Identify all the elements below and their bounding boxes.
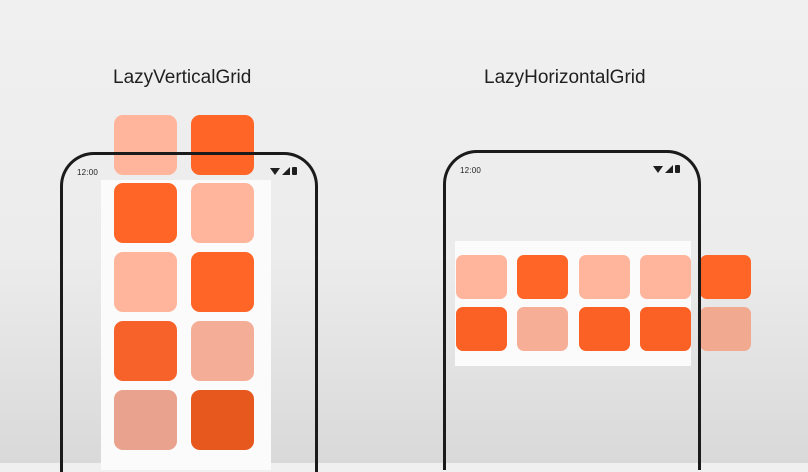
grid-tile — [191, 115, 254, 175]
grid-tile — [517, 255, 568, 299]
lazy-horizontal-grid-title: LazyHorizontalGrid — [484, 67, 646, 88]
battery-icon — [292, 167, 297, 175]
wifi-icon — [270, 167, 280, 175]
status-icons — [653, 165, 680, 173]
grid-tile — [517, 307, 568, 351]
grid-tile — [114, 183, 177, 243]
grid-tile — [191, 183, 254, 243]
grid-tile — [700, 307, 751, 351]
grid-tile — [456, 255, 507, 299]
lazy-vertical-grid-title: LazyVerticalGrid — [113, 67, 252, 88]
grid-tile — [191, 252, 254, 312]
status-time: 12:00 — [77, 168, 99, 177]
phone-frame-vertical: 12:00 — [60, 152, 318, 472]
battery-icon — [675, 165, 680, 173]
grid-tile — [640, 307, 691, 351]
status-time: 12:00 — [460, 166, 482, 175]
grid-tile — [114, 252, 177, 312]
grid-tile — [191, 390, 254, 450]
signal-icon — [282, 167, 290, 175]
phone-frame-horizontal: 12:00 — [443, 150, 701, 470]
grid-tile — [114, 115, 177, 175]
grid-tile — [191, 321, 254, 381]
grid-tile — [114, 390, 177, 450]
grid-tile — [579, 307, 630, 351]
wifi-icon — [653, 165, 663, 173]
grid-tile — [579, 255, 630, 299]
grid-tile — [640, 255, 691, 299]
grid-tile — [700, 255, 751, 299]
grid-tile — [114, 321, 177, 381]
grid-tile — [456, 307, 507, 351]
signal-icon — [665, 165, 673, 173]
status-icons — [270, 167, 297, 175]
